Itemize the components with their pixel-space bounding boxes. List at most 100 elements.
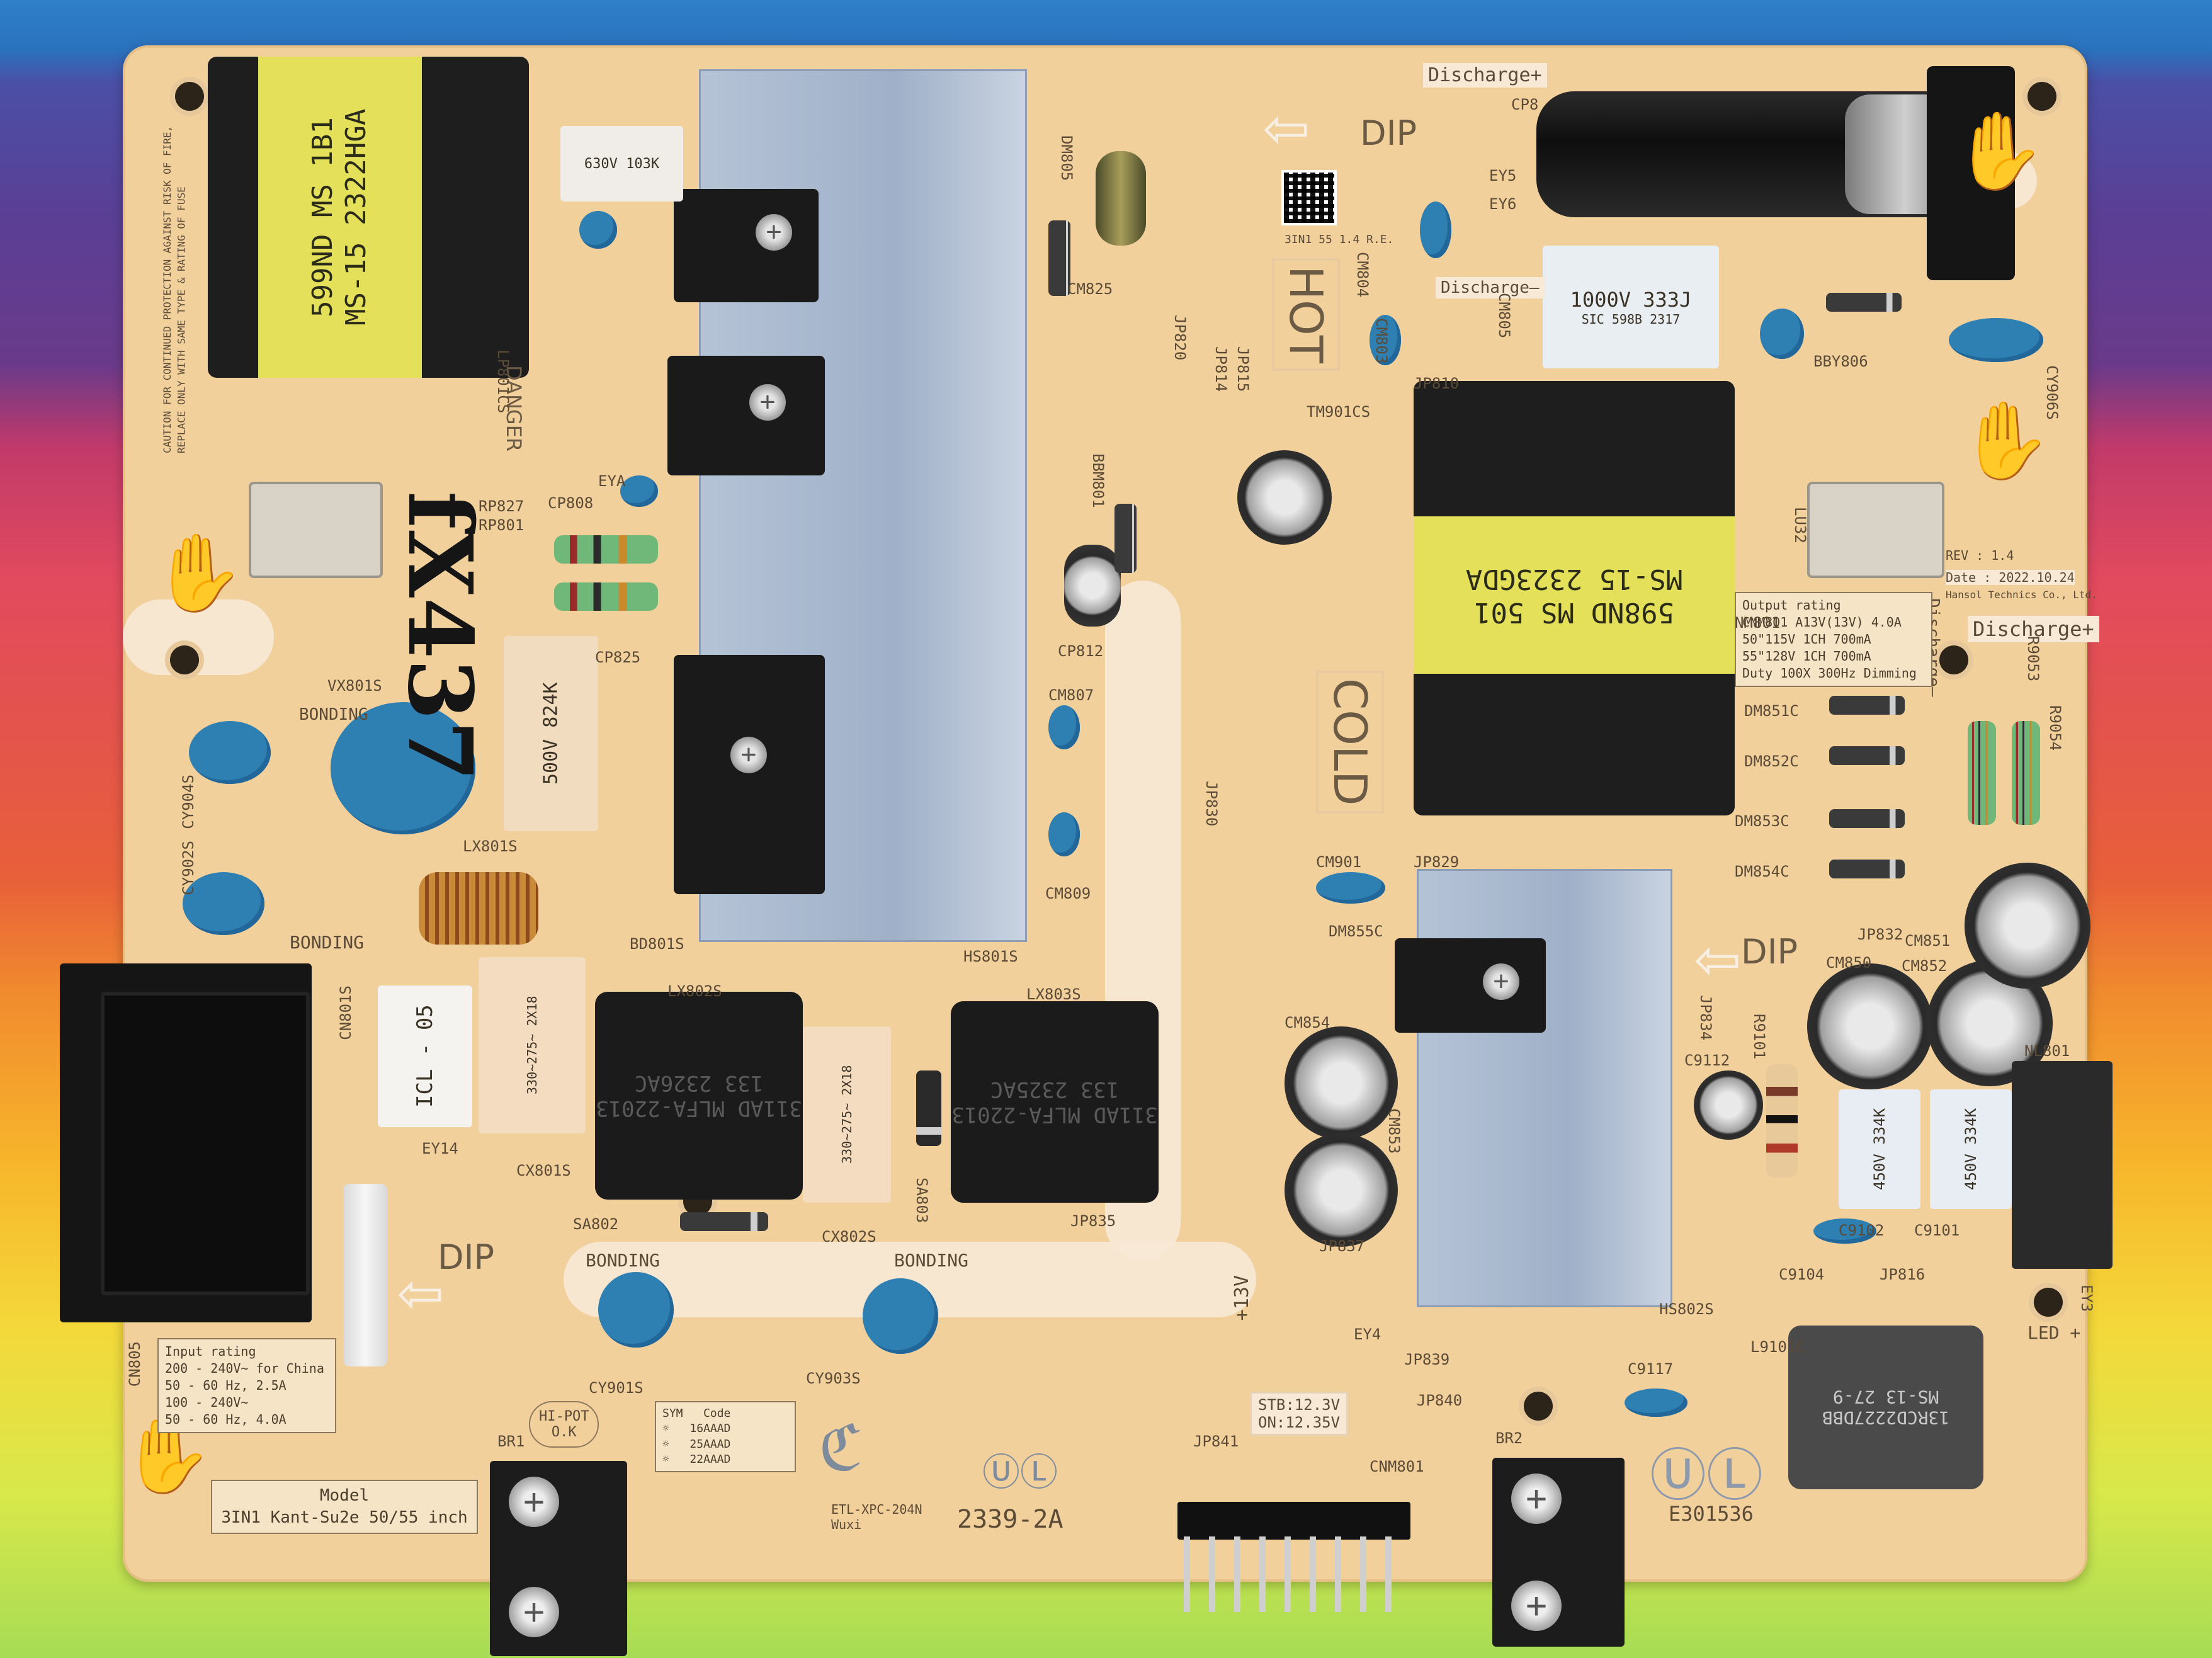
connector-left-white[interactable]	[249, 482, 383, 578]
ref-dm855c: DM855C	[1329, 923, 1383, 940]
ref-cm825: CM825	[1067, 280, 1113, 298]
ref-sa802: SA802	[573, 1215, 619, 1233]
mount-hole	[175, 82, 204, 111]
label-dip-right: DIP	[1741, 932, 1798, 972]
ref-cm853: CM853	[1385, 1108, 1403, 1154]
screw-icon	[1483, 963, 1519, 1000]
ecap-cm850	[1807, 963, 1933, 1089]
arrow-icon: ⇦	[397, 1263, 445, 1326]
model-name: 3IN1 Kant-Su2e 50/55 inch	[221, 1508, 468, 1528]
label-led-plus: LED +	[2028, 1322, 2081, 1343]
ref-cm854: CM854	[1285, 1014, 1330, 1031]
hand-icon: ✋	[1958, 399, 2053, 483]
label-bonding-3: BONDING	[586, 1250, 661, 1271]
code-3: 22AAAD	[689, 1452, 731, 1466]
ref-cy906s: CY906S	[2043, 365, 2061, 420]
ref-cm851: CM851	[1905, 932, 1951, 950]
resistor-r9101	[1766, 1064, 1798, 1178]
output-rating-4: Duty 100X 300Hz Dimming	[1742, 666, 1917, 681]
handwritten-marking: fX437	[388, 491, 491, 782]
ycap-cy904s	[189, 721, 271, 784]
mount-hole	[170, 645, 199, 674]
label-dip-left: DIP	[438, 1237, 495, 1277]
sym-title: SYM	[662, 1407, 683, 1420]
arrow-icon: ⇦	[1694, 929, 1742, 992]
output-connector-cnm801-side[interactable]	[2012, 1061, 2113, 1269]
cap-500v: 500V 824K	[504, 636, 598, 831]
secondary-heatsink	[1417, 869, 1672, 1307]
sym-code-row: ☼ 16AAAD	[662, 1422, 731, 1436]
ref-rp827: RP827	[479, 497, 525, 515]
screw-icon	[1511, 1581, 1562, 1631]
cap-1000v: 1000V 333J SIC 598B 2317	[1543, 246, 1719, 368]
ul-logo-icon-2: ⓊⓁ	[1650, 1443, 1763, 1509]
screw-icon	[730, 737, 767, 773]
ecap-cm851	[1965, 863, 2090, 989]
diode-dm852c	[1829, 746, 1905, 765]
mount-bracket-br2	[1492, 1458, 1625, 1647]
ref-eya: EYA	[598, 472, 626, 490]
ref-jp832: JP832	[1858, 926, 1903, 943]
output-rating-3: 55"128V 1CH 700mA	[1742, 649, 1871, 664]
connector-lu32[interactable]	[1807, 482, 1944, 578]
ref-lx802s: LX802S	[667, 982, 722, 1000]
ref-nl801: NL801	[2024, 1042, 2070, 1060]
ref-jp830: JP830	[1203, 781, 1220, 827]
ref-hs801s: HS801S	[963, 948, 1018, 965]
inductor-lx803s: 311AD MLFA-22013 133 2325AC	[951, 1001, 1159, 1203]
label-hi-pot: HI-POT O.K	[529, 1401, 599, 1448]
label-rev: REV : 1.4	[1946, 548, 2014, 563]
ref-bd801s: BD801S	[630, 935, 684, 953]
toroid-lx801s	[419, 872, 538, 945]
ref-c9102: C9102	[1839, 1222, 1885, 1239]
diode-dm854c	[1829, 860, 1905, 878]
ref-r9101: R9101	[1750, 1014, 1768, 1060]
input-rating-2: 50 - 60 Hz, 2.5A	[165, 1378, 286, 1393]
ref-cm850: CM850	[1826, 954, 1872, 972]
hand-icon: ✋	[151, 531, 246, 615]
ref-dm854c: DM854C	[1735, 863, 1789, 880]
screw-icon	[1511, 1473, 1562, 1524]
screw-icon	[509, 1477, 559, 1527]
ycap-cy903s	[863, 1278, 938, 1354]
ref-jp840: JP840	[1417, 1392, 1463, 1409]
sym-code-row: ☼ 25AAAD	[662, 1437, 731, 1451]
ref-cm852: CM852	[1902, 957, 1948, 975]
bulk-capacitor-clamp	[1927, 66, 2015, 280]
mosfet-1	[674, 189, 819, 302]
cap-630v: 630V 103K	[560, 126, 683, 202]
ecap-dm805	[1096, 151, 1146, 246]
code-1: 16AAAD	[689, 1422, 731, 1436]
samsung-logo-icon: ℭ	[819, 1413, 863, 1484]
arrow-icon: ⇦	[1262, 98, 1310, 161]
ref-c9101: C9101	[1914, 1222, 1960, 1239]
input-rating-4: 50 - 60 Hz, 4.0A	[165, 1412, 286, 1427]
input-rating-3: 100 - 240V~	[165, 1395, 249, 1410]
ref-jp835: JP835	[1070, 1212, 1116, 1230]
ref-dm852c: DM852C	[1744, 752, 1799, 770]
ref-c9117: C9117	[1628, 1360, 1674, 1378]
diode-dm851c	[1829, 696, 1905, 715]
ref-jp837: JP837	[1319, 1237, 1365, 1255]
ref-r9054: R9054	[2046, 705, 2064, 751]
inductor-l9101: 13RCD2227DBB MS-13 27-9	[1788, 1326, 1983, 1489]
label-plus13v: +13V	[1231, 1275, 1253, 1321]
ref-ey5: EY5	[1489, 167, 1517, 185]
main-transformer: 599ND MS 1B1 MS-15 2322HGA	[208, 57, 529, 378]
ref-jp820: JP820	[1171, 315, 1189, 361]
ycap-c9104	[1813, 1218, 1876, 1244]
label-discharge-right: Discharge+	[1968, 616, 2099, 642]
ac-input-connector-socket	[101, 992, 310, 1295]
ref-cy901s: CY901S	[589, 1379, 644, 1397]
ref-c9112: C9112	[1684, 1052, 1730, 1069]
ycap-cm807	[1048, 705, 1080, 749]
ref-jp839: JP839	[1404, 1351, 1450, 1368]
rectifier-diode	[1395, 938, 1546, 1033]
cap-450v-b: 450V 334K	[1930, 1089, 2012, 1209]
ref-nm801: NM801	[1735, 614, 1781, 632]
output-rating-1: CNM801 A13V(13V) 4.0A	[1742, 615, 1902, 630]
pin-header-cnm801[interactable]	[1177, 1502, 1410, 1540]
output-rating-2: 50"115V 1CH 700mA	[1742, 632, 1871, 647]
ecap-cp812	[1064, 545, 1121, 627]
label-stb: STB:12.3V ON:12.35V	[1250, 1392, 1349, 1436]
